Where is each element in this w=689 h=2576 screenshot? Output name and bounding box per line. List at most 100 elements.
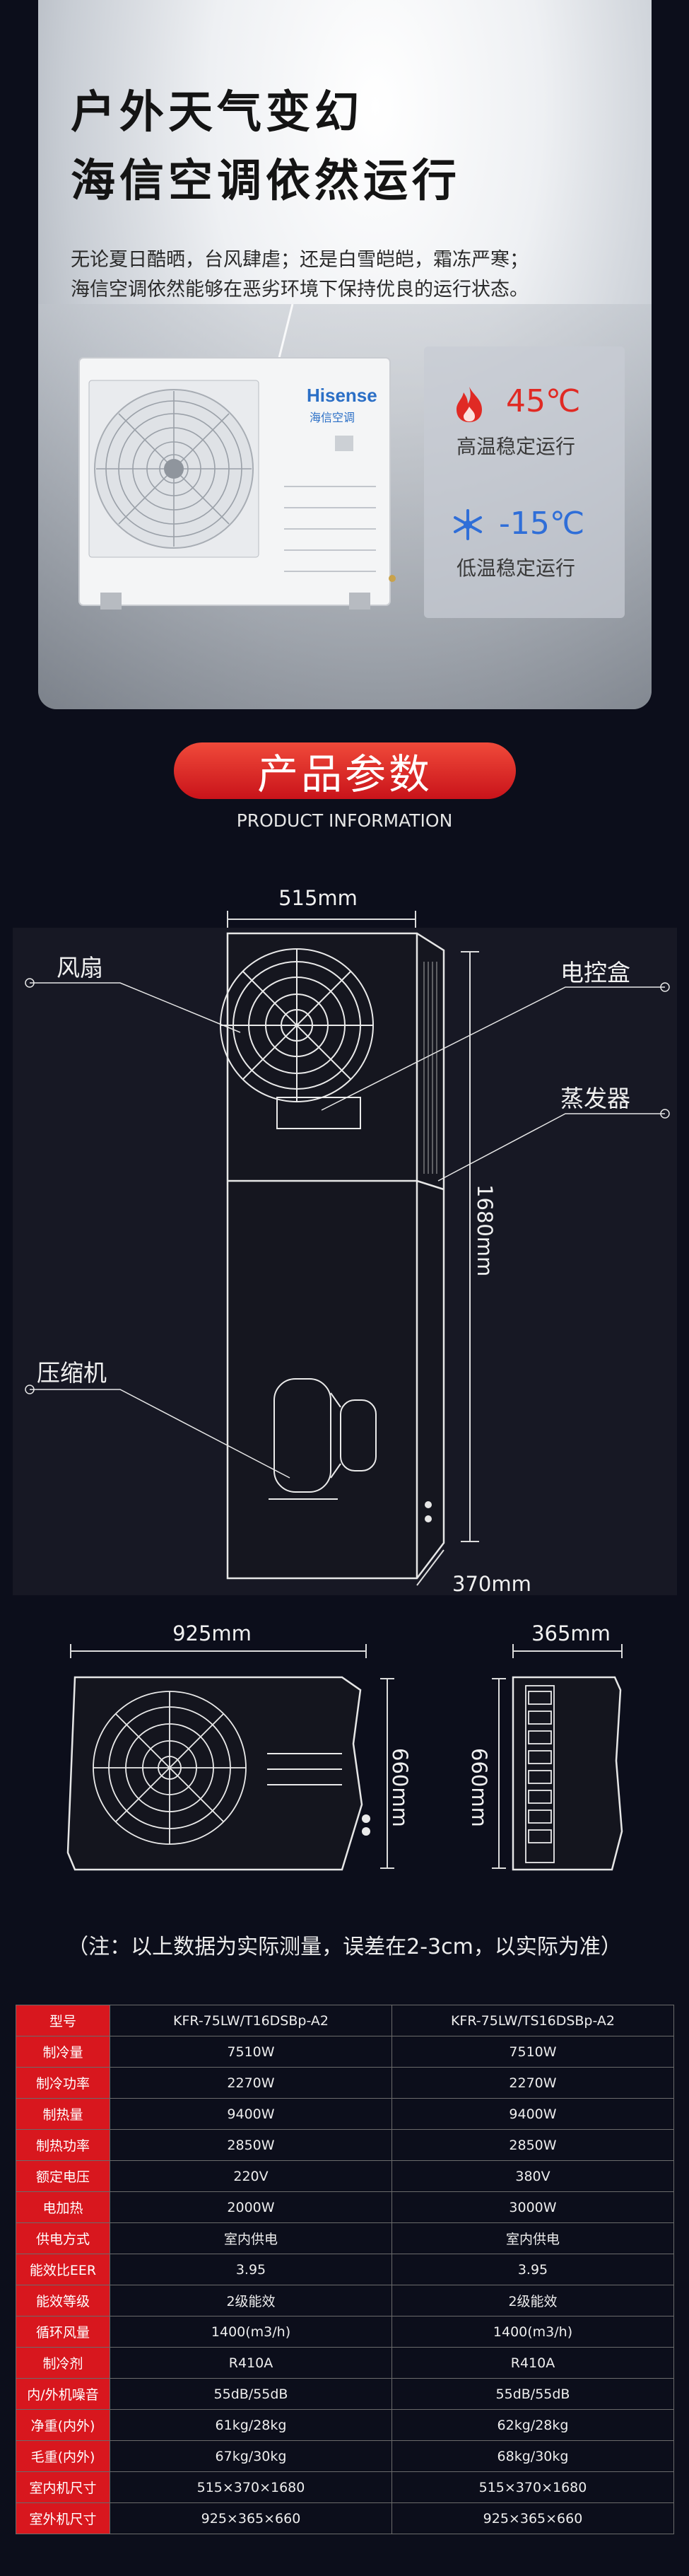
row-value-model-2: 515×370×1680 bbox=[391, 2471, 674, 2503]
headline-line-1: 户外天气变幻 bbox=[71, 86, 363, 138]
row-value-model-2: 3.95 bbox=[391, 2254, 674, 2285]
row-value-model-2: 室内供电 bbox=[391, 2222, 674, 2254]
flame-icon bbox=[457, 387, 482, 422]
row-value-model-2: R410A bbox=[391, 2347, 674, 2379]
table-header-label: 型号 bbox=[16, 2005, 110, 2036]
temperature-panel: 45℃ 高温稳定运行 -15℃ 低温稳定运行 bbox=[424, 346, 625, 618]
table-header-model-1: KFR-75LW/T16DSBp-A2 bbox=[110, 2005, 392, 2036]
intro-text-line-2: 海信空调依然能够在恶劣环境下保持优良的运行状态。 bbox=[71, 279, 529, 301]
row-value-model-1: 7510W bbox=[110, 2036, 392, 2068]
row-label: 额定电压 bbox=[16, 2160, 110, 2192]
table-header-row: 型号 KFR-75LW/T16DSBp-A2 KFR-75LW/TS16DSBp… bbox=[16, 2005, 674, 2036]
row-value-model-1: 925×365×660 bbox=[110, 2502, 392, 2534]
row-label: 毛重(内外) bbox=[16, 2440, 110, 2472]
brand-logo-cn: 海信空调 bbox=[310, 411, 355, 424]
row-value-model-2: 55dB/55dB bbox=[391, 2378, 674, 2410]
hero-card: 户外天气变幻 海信空调依然运行 无论夏日酷晒，台风肆虐；还是白雪皑皑，霜冻严寒；… bbox=[38, 0, 652, 709]
section-subtitle: PRODUCT INFORMATION bbox=[236, 810, 453, 831]
spec-table: 型号 KFR-75LW/T16DSBp-A2 KFR-75LW/TS16DSBp… bbox=[16, 2005, 674, 2534]
row-value-model-2: 925×365×660 bbox=[391, 2502, 674, 2534]
row-label: 制热功率 bbox=[16, 2129, 110, 2161]
row-label: 能效等级 bbox=[16, 2285, 110, 2316]
outdoor-height-side-label: 660mm bbox=[467, 1748, 491, 1827]
row-value-model-2: 2级能效 bbox=[391, 2285, 674, 2316]
row-value-model-2: 9400W bbox=[391, 2098, 674, 2130]
hot-temperature-value: 45℃ bbox=[506, 383, 581, 419]
row-value-model-1: R410A bbox=[110, 2347, 392, 2379]
cold-temperature-value: -15℃ bbox=[499, 506, 585, 542]
row-value-model-1: 3.95 bbox=[110, 2254, 392, 2285]
row-value-model-2: 2850W bbox=[391, 2129, 674, 2161]
row-label: 制热量 bbox=[16, 2098, 110, 2130]
row-value-model-2: 68kg/30kg bbox=[391, 2440, 674, 2472]
row-value-model-2: 1400(m3/h) bbox=[391, 2316, 674, 2348]
indoor-width-label: 515mm bbox=[278, 886, 358, 910]
row-value-model-2: 380V bbox=[391, 2160, 674, 2192]
callout-compressor: 压缩机 bbox=[37, 1359, 107, 1387]
indoor-height-label: 1680mm bbox=[473, 1184, 497, 1276]
brand-logo-en: Hisense bbox=[307, 385, 377, 406]
row-label: 净重(内外) bbox=[16, 2409, 110, 2441]
section-title-pill: 产品参数 bbox=[174, 742, 516, 799]
row-value-model-2: 2270W bbox=[391, 2067, 674, 2099]
row-label: 循环风量 bbox=[16, 2316, 110, 2348]
callout-evaporator: 蒸发器 bbox=[560, 1085, 630, 1112]
row-value-model-1: 220V bbox=[110, 2160, 392, 2192]
callout-control-box: 电控盒 bbox=[560, 959, 630, 986]
outdoor-width-label: 925mm bbox=[172, 1621, 252, 1645]
callout-fan: 风扇 bbox=[57, 954, 103, 981]
row-value-model-2: 3000W bbox=[391, 2191, 674, 2223]
row-value-model-2: 62kg/28kg bbox=[391, 2409, 674, 2441]
table-row: 供电方式室内供电室内供电 bbox=[16, 2222, 674, 2254]
row-label: 室内机尺寸 bbox=[16, 2471, 110, 2503]
row-label: 室外机尺寸 bbox=[16, 2502, 110, 2534]
cold-temperature-label: 低温稳定运行 bbox=[457, 556, 576, 580]
row-value-model-1: 2000W bbox=[110, 2191, 392, 2223]
row-value-model-1: 2级能效 bbox=[110, 2285, 392, 2316]
row-value-model-1: 515×370×1680 bbox=[110, 2471, 392, 2503]
row-value-model-1: 67kg/30kg bbox=[110, 2440, 392, 2472]
row-value-model-1: 2850W bbox=[110, 2129, 392, 2161]
row-label: 供电方式 bbox=[16, 2222, 110, 2254]
row-label: 能效比EER bbox=[16, 2254, 110, 2285]
headline-line-2: 海信空调依然运行 bbox=[71, 155, 461, 206]
row-value-model-1: 室内供电 bbox=[110, 2222, 392, 2254]
row-value-model-1: 61kg/28kg bbox=[110, 2409, 392, 2441]
row-label: 制冷剂 bbox=[16, 2347, 110, 2379]
row-value-model-1: 1400(m3/h) bbox=[110, 2316, 392, 2348]
measurement-note: （注：以上数据为实际测量，误差在2-3cm，以实际为准） bbox=[67, 1935, 622, 1959]
row-value-model-2: 7510W bbox=[391, 2036, 674, 2068]
outdoor-height-front-label: 660mm bbox=[388, 1748, 412, 1827]
row-value-model-1: 2270W bbox=[110, 2067, 392, 2099]
indoor-depth-label: 370mm bbox=[452, 1572, 531, 1596]
row-label: 电加热 bbox=[16, 2191, 110, 2223]
section-title: 产品参数 bbox=[257, 750, 432, 798]
outdoor-unit-diagram: 925mm 660mm 365mm 660mm bbox=[66, 1621, 623, 1871]
hot-temperature-label: 高温稳定运行 bbox=[457, 435, 576, 458]
table-header-model-2: KFR-75LW/TS16DSBp-A2 bbox=[391, 2005, 674, 2036]
indoor-unit-diagram: 515mm 1680mm 370mm 风扇 电控盒 蒸发器 压缩机 bbox=[13, 886, 677, 1596]
row-value-model-1: 9400W bbox=[110, 2098, 392, 2130]
snowflake-icon bbox=[454, 509, 482, 540]
row-label: 制冷量 bbox=[16, 2036, 110, 2068]
row-label: 制冷功率 bbox=[16, 2067, 110, 2099]
intro-text-line-1: 无论夏日酷晒，台风肆虐；还是白雪皑皑，霜冻严寒； bbox=[71, 249, 529, 271]
outdoor-depth-label: 365mm bbox=[531, 1621, 611, 1645]
row-label: 内/外机噪音 bbox=[16, 2378, 110, 2410]
row-value-model-1: 55dB/55dB bbox=[110, 2378, 392, 2410]
